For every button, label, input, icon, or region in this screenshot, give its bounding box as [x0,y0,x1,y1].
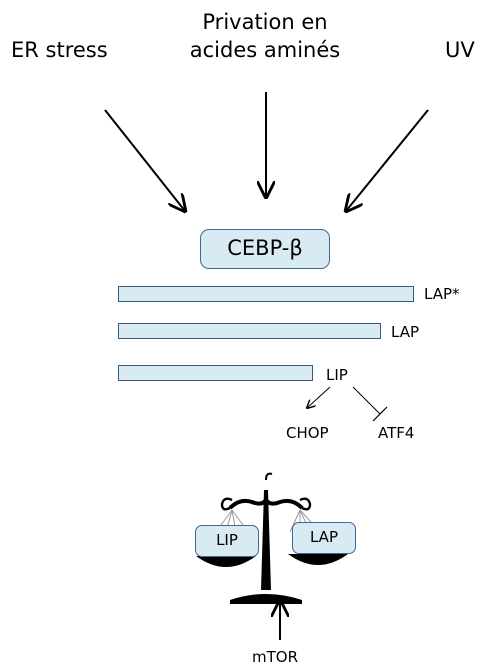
lip-label: LIP [326,366,348,384]
amino-acid-label-line1: Privation en [202,10,328,34]
balance-scale-icon [196,472,348,604]
lip-pan-box: LIP [195,525,259,557]
uv-label: UV [445,38,475,62]
lip-bar [118,365,313,381]
chop-label: CHOP [286,424,329,442]
er-stress-label: ER stress [11,38,108,62]
er-stress-arrow [104,109,185,211]
amino-acid-label-line2: acides aminés [189,38,341,62]
mtor-label: mTOR [252,648,299,666]
lap-star-bar [118,286,414,302]
lap-label: LAP [391,323,420,341]
lap-pan-box: LAP [292,522,356,554]
lip-inhibits-atf4 [352,386,388,422]
atf4-label: ATF4 [378,424,415,442]
lap-star-label: LAP* [424,285,460,303]
lap-bar [118,323,381,339]
lip-to-chop-arrow [307,386,331,408]
amino-acid-label: Privation en acides aminés [180,8,350,64]
uv-arrow [346,109,429,211]
cebp-beta-box: CEBP-β [200,229,330,269]
